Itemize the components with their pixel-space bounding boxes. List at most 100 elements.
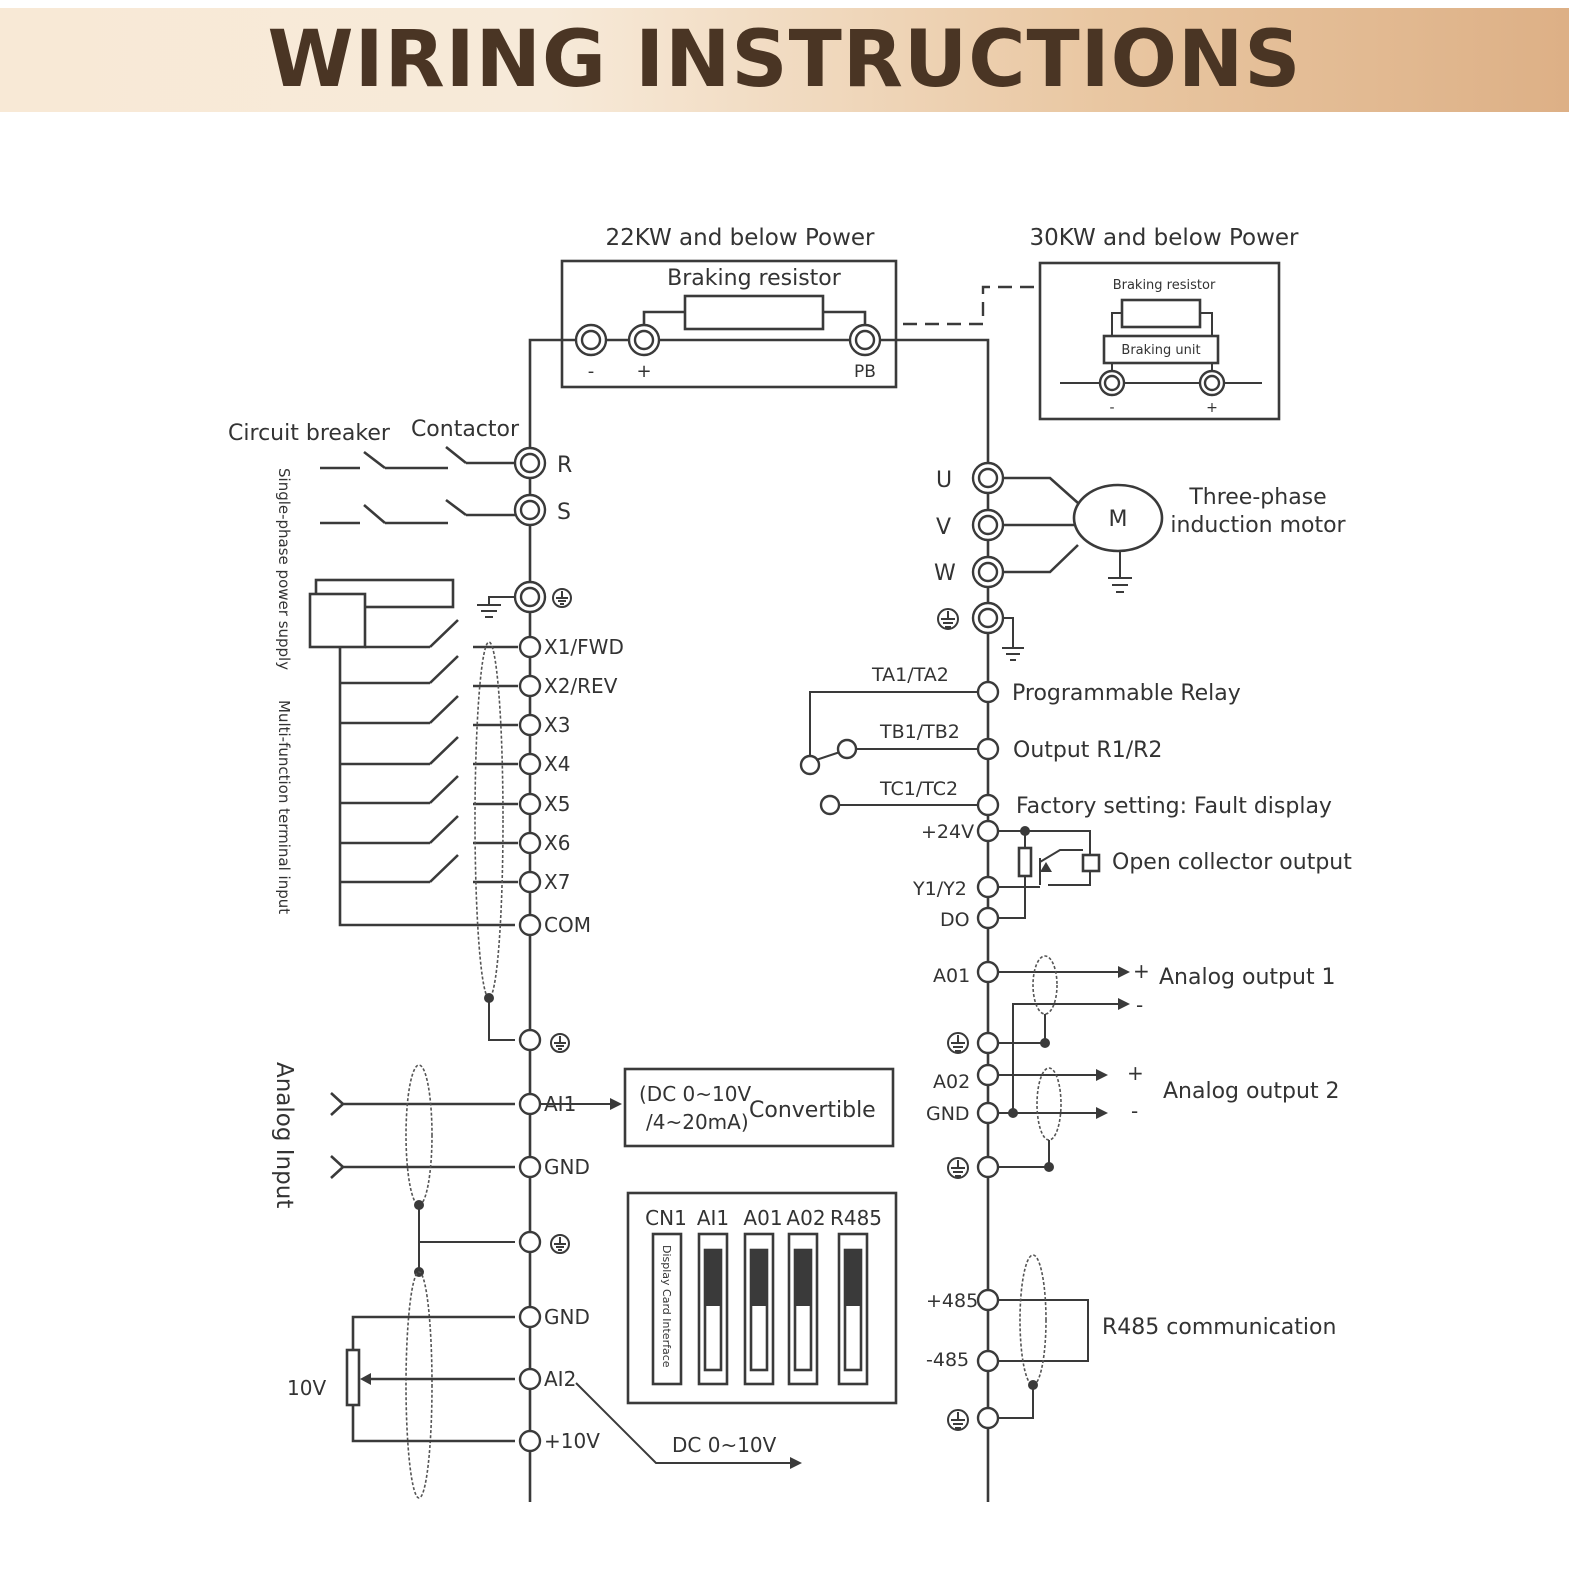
label-output-r1r2: Output R1/R2 [1013, 738, 1162, 763]
label-minus485: -485 [926, 1349, 969, 1371]
ground-icon-digital [550, 1033, 570, 1053]
convertible-box [623, 1067, 895, 1148]
terminal-com [518, 913, 542, 937]
contactor-switch-r [445, 445, 515, 465]
label-dip-r485: R485 [830, 1206, 882, 1230]
relay-contact-ta [799, 754, 821, 776]
terminal-v [971, 508, 1005, 542]
shield-digital-drain [488, 998, 515, 1041]
terminal-ground-output [971, 601, 1005, 635]
label-factory-setting: Factory setting: Fault display [1016, 794, 1332, 819]
terminal-ground-ao1 [976, 1031, 1000, 1055]
terminal-x5 [518, 792, 542, 816]
switch-x4 [340, 736, 518, 766]
relay-ta-wire [809, 691, 978, 758]
label-analog-input: Analog Input [271, 1062, 297, 1208]
terminal-ground-ao2 [976, 1155, 1000, 1179]
label-dip-ai1: AI1 [697, 1206, 729, 1230]
terminal-plus485 [976, 1288, 1000, 1312]
terminal-x6 [518, 831, 542, 855]
terminal-braking-unit-plus [1198, 369, 1226, 397]
label-gnd-1: GND [544, 1155, 590, 1179]
label-x3: X3 [544, 713, 570, 737]
label-x5: X5 [544, 792, 570, 816]
label-a02: A02 [933, 1071, 970, 1093]
digital-input-common-rail [338, 647, 515, 927]
small-resistor-lead-right [1200, 312, 1213, 336]
label-x2-rev: X2/REV [544, 674, 618, 698]
label-x1-fwd: X1/FWD [544, 635, 624, 659]
breaker-switch-r [320, 450, 448, 470]
switch-x7 [340, 854, 518, 884]
shield-digital-inputs [474, 641, 504, 999]
terminal-plus10v [518, 1429, 542, 1453]
label-ao2-minus: - [1131, 1099, 1138, 1123]
switch-x3 [340, 695, 518, 727]
terminal-x2 [518, 674, 542, 698]
label-com: COM [544, 913, 591, 937]
relay-contact-tb [836, 738, 858, 760]
ground-output-lead [1003, 617, 1014, 648]
dip-switch-ai1[interactable] [697, 1232, 729, 1386]
label-dc-0-10v: DC 0~10V [672, 1433, 777, 1457]
braking-unit-symbol [1102, 334, 1220, 365]
label-convertible-line2: /4~20mA) [646, 1110, 749, 1134]
switch-x6 [340, 815, 518, 845]
braking-resistor-box-22kw [560, 259, 898, 389]
ground-icon-ao1 [947, 1032, 969, 1054]
terminal-y1y2 [976, 875, 1000, 899]
label-w: W [934, 561, 956, 586]
dip-switch-r485[interactable] [837, 1232, 869, 1386]
terminal-do [976, 906, 1000, 930]
label-tc: TC1/TC2 [879, 778, 958, 800]
label-circuit-breaker: Circuit breaker [228, 421, 391, 446]
terminal-x3 [518, 713, 542, 737]
terminal-pb [848, 323, 882, 357]
label-analog-output-2: Analog output 2 [1163, 1079, 1340, 1104]
ground-icon-input [552, 588, 572, 608]
label-convertible-line1: (DC 0~10V [639, 1082, 751, 1106]
terminal-braking-unit-minus [1098, 369, 1126, 397]
terminal-dc-plus [627, 323, 661, 357]
terminal-ground-analog [518, 1230, 542, 1254]
label-braking-unit-minus: - [1109, 400, 1114, 416]
dip-switch-a01[interactable] [743, 1232, 775, 1386]
label-braking-unit: Braking unit [1121, 343, 1200, 358]
terminal-ground-485 [976, 1406, 1000, 1430]
title-banner: WIRING INSTRUCTIONS [0, 8, 1569, 112]
analog-input-plug-1 [330, 1092, 515, 1116]
label-dc-plus: + [636, 361, 651, 382]
label-x6: X6 [544, 831, 570, 855]
label-plus485: +485 [926, 1290, 978, 1312]
label-motor-line1: Three-phase [1188, 485, 1326, 510]
label-braking-resistor: Braking resistor [667, 266, 842, 291]
label-a01: A01 [933, 965, 970, 987]
label-ta: TA1/TA2 [871, 664, 949, 686]
analog-output-2-wiring [998, 1067, 1108, 1172]
terminal-gnd-1 [518, 1155, 542, 1179]
label-plus10v: +10V [544, 1429, 600, 1453]
terminal-a02 [976, 1063, 1000, 1087]
relay-contact-tc [819, 794, 841, 816]
terminal-ai1 [518, 1092, 542, 1116]
label-30kw-power: 30KW and below Power [1029, 225, 1299, 251]
page-title: WIRING INSTRUCTIONS [267, 15, 1302, 105]
label-s: S [557, 500, 571, 525]
label-dip-a02: A02 [786, 1206, 825, 1230]
label-gnd-2: GND [544, 1305, 590, 1329]
ai2-output-arrow [790, 1457, 802, 1469]
ground-icon-output [937, 608, 959, 630]
terminal-u [971, 461, 1005, 495]
terminal-gnd-2 [518, 1305, 542, 1329]
analog-output-1-wiring [998, 955, 1130, 1113]
analog-input-plug-2 [330, 1155, 515, 1179]
dashed-link-30kw [903, 285, 1035, 326]
terminal-w [971, 555, 1005, 589]
dip-switch-a02[interactable] [787, 1232, 819, 1386]
label-ao1-minus: - [1136, 993, 1143, 1017]
open-collector-circuit [998, 826, 1101, 919]
small-resistor-lead-left [1111, 312, 1122, 336]
label-ao1-plus: + [1133, 959, 1150, 983]
ground-icon-ao2 [947, 1157, 969, 1179]
terminal-x1 [518, 635, 542, 659]
